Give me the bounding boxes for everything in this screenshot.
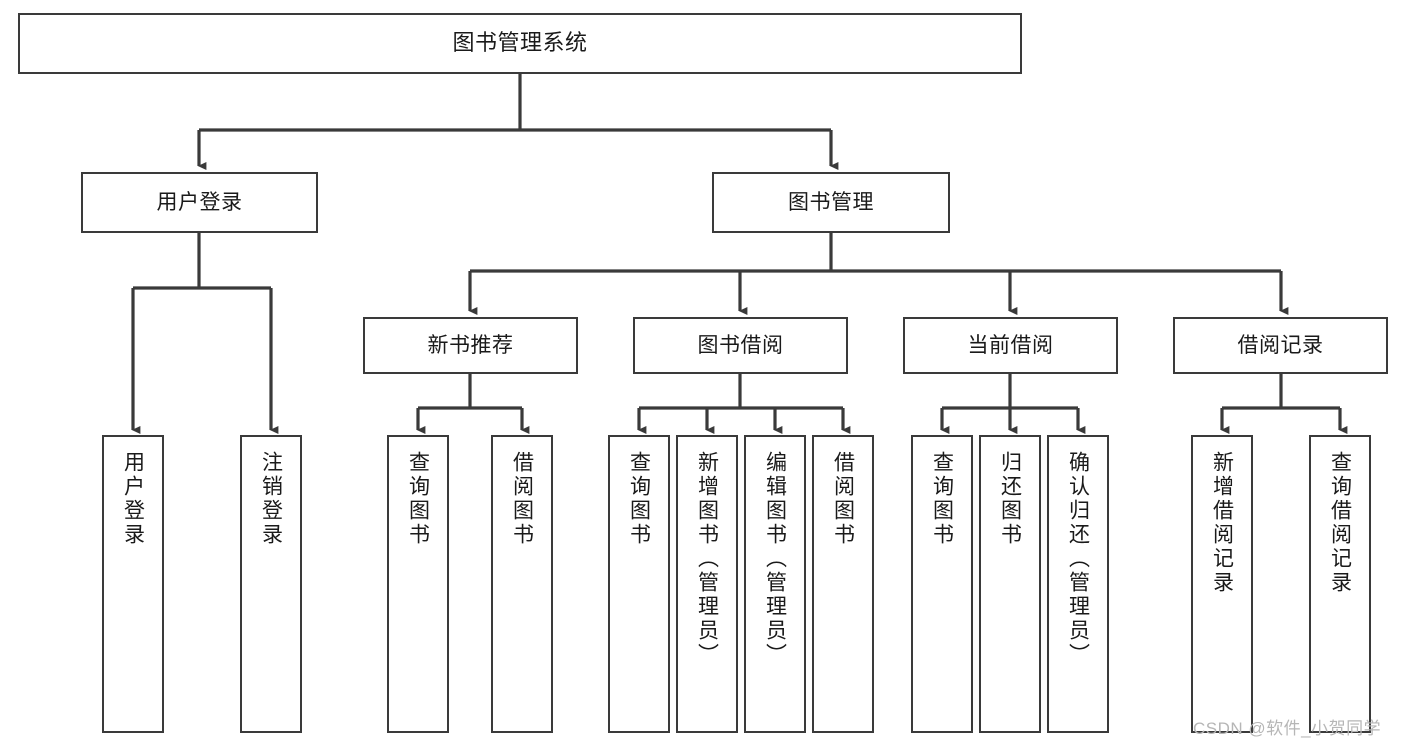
- node-leaf-borrow-book[interactable]: 借阅图书: [812, 435, 874, 733]
- node-label: 确认归还（管理员）: [1066, 451, 1090, 667]
- node-leaf-query-book-recommend[interactable]: 查询图书: [387, 435, 449, 733]
- node-label: 借阅记录: [1237, 333, 1324, 357]
- node-label: 查询图书: [627, 451, 651, 547]
- node-leaf-user-login[interactable]: 用户登录: [102, 435, 164, 733]
- node-book-management[interactable]: 图书管理: [712, 172, 950, 233]
- node-leaf-confirm-return-admin[interactable]: 确认归还（管理员）: [1047, 435, 1109, 733]
- node-book-borrow[interactable]: 图书借阅: [633, 317, 848, 374]
- node-label: 借阅图书: [831, 451, 855, 547]
- csdn-watermark: CSDN @软件_小贺同学: [1193, 719, 1382, 738]
- node-leaf-add-book-admin[interactable]: 新增图书（管理员）: [676, 435, 738, 733]
- node-label: 归还图书: [998, 451, 1022, 547]
- node-label: 查询图书: [406, 451, 430, 547]
- node-label: 编辑图书（管理员）: [763, 451, 787, 667]
- node-user-login[interactable]: 用户登录: [81, 172, 318, 233]
- node-label: 注销登录: [259, 451, 283, 547]
- node-borrow-records[interactable]: 借阅记录: [1173, 317, 1388, 374]
- node-current-borrow[interactable]: 当前借阅: [903, 317, 1118, 374]
- node-new-book-recommend[interactable]: 新书推荐: [363, 317, 578, 374]
- node-label: 图书管理系统: [452, 30, 588, 56]
- node-label: 用户登录: [156, 190, 243, 214]
- node-label: 图书借阅: [697, 333, 784, 357]
- node-label: 借阅图书: [510, 451, 534, 547]
- node-leaf-borrow-book-recommend[interactable]: 借阅图书: [491, 435, 553, 733]
- node-root-book-management-system[interactable]: 图书管理系统: [18, 13, 1022, 74]
- node-label: 图书管理: [788, 190, 874, 214]
- node-label: 当前借阅: [967, 333, 1054, 357]
- node-leaf-return-book[interactable]: 归还图书: [979, 435, 1041, 733]
- node-leaf-query-book-borrow[interactable]: 查询图书: [608, 435, 670, 733]
- node-label: 用户登录: [121, 451, 145, 547]
- node-label: 新书推荐: [427, 333, 514, 357]
- node-leaf-edit-book-admin[interactable]: 编辑图书（管理员）: [744, 435, 806, 733]
- node-label: 新增图书（管理员）: [695, 451, 719, 667]
- node-leaf-add-borrow-record[interactable]: 新增借阅记录: [1191, 435, 1253, 733]
- node-leaf-query-borrow-record[interactable]: 查询借阅记录: [1309, 435, 1371, 733]
- node-label: 新增借阅记录: [1210, 451, 1234, 595]
- node-leaf-query-book-current[interactable]: 查询图书: [911, 435, 973, 733]
- node-label: 查询借阅记录: [1328, 451, 1352, 595]
- node-leaf-logout[interactable]: 注销登录: [240, 435, 302, 733]
- node-label: 查询图书: [930, 451, 954, 547]
